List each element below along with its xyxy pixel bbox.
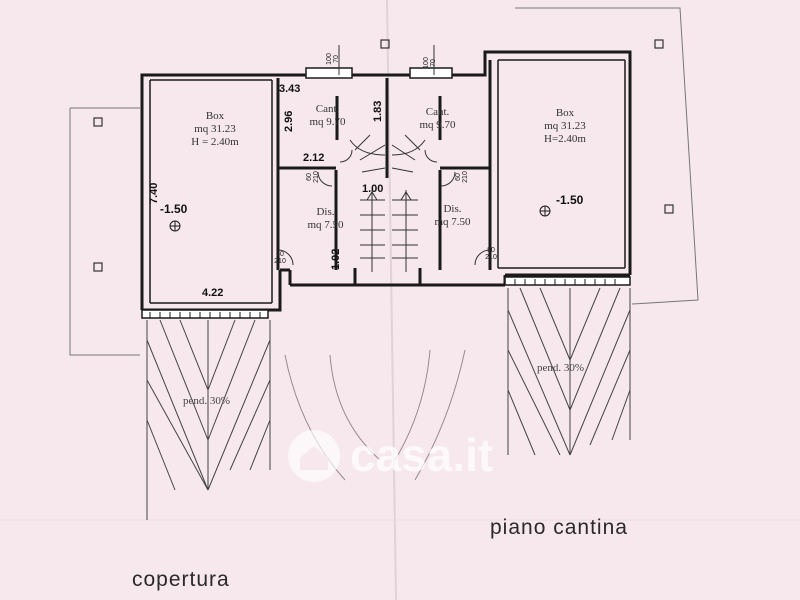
ramp-left	[146, 319, 271, 520]
room-cant-left: Cant. mq 9.70	[300, 103, 355, 129]
room-dis-left: Dis. mq 7.50	[298, 206, 353, 232]
door-note-left: 80 210	[274, 251, 286, 265]
dimension-740: 7.40	[148, 182, 160, 204]
site-outline	[515, 7, 699, 305]
level-marker-left	[169, 220, 181, 232]
garage-door-hatch	[149, 279, 616, 318]
room-box-left: Box mq 31.23 H = 2.40m	[170, 110, 260, 149]
room-area: mq 7.50	[307, 219, 344, 231]
room-name: Dis.	[316, 206, 335, 218]
room-name: Cant.	[315, 103, 340, 115]
ramp-slope-right: pend. 30%	[537, 362, 585, 374]
room-area: mq 31.23	[194, 123, 236, 135]
door-note-right: 80 210	[485, 247, 497, 261]
dimension-296: 2.96	[283, 110, 295, 132]
window-note-left: 100 70	[326, 53, 340, 65]
dimension-183: 1.83	[372, 100, 384, 122]
window-top-left	[305, 67, 353, 79]
door-note-small-left: 60 210	[306, 171, 320, 183]
floor-label: piano cantina	[490, 516, 628, 539]
dimension-102: 1.02	[330, 248, 342, 270]
dimension-100: 1.00	[362, 183, 384, 195]
room-area: mq 7.50	[434, 216, 471, 228]
door-swings	[277, 149, 491, 266]
dimension-212: 2.12	[303, 152, 325, 164]
roof-label: copertura	[132, 568, 230, 591]
window-top-right	[409, 67, 453, 79]
room-area: mq 9.70	[309, 116, 346, 128]
level-right: -1.50	[556, 193, 584, 207]
room-height: H=2.40m	[544, 133, 586, 145]
site-outline	[69, 108, 140, 356]
room-name: Box	[555, 107, 575, 119]
reference-markers	[93, 39, 674, 272]
ramp-right	[507, 287, 631, 456]
dimension-422: 4.22	[202, 287, 224, 299]
door-note-small-right: 60 210	[455, 171, 469, 183]
building-walls	[140, 50, 632, 312]
watermark-logo	[288, 430, 340, 482]
ramp-slope-left: pend. 30%	[183, 395, 231, 407]
room-name: Box	[205, 110, 225, 122]
room-name: Cant.	[425, 106, 450, 118]
dimension-343: 3.43	[279, 83, 301, 95]
garage-door-right	[504, 276, 631, 286]
level-left: -1.50	[160, 202, 188, 216]
garage-door-left	[141, 309, 269, 319]
room-dis-right: Dis. mq 7.50	[425, 203, 480, 229]
room-height: H = 2.40m	[191, 136, 239, 148]
room-cant-right: Cant. mq 9.70	[410, 106, 465, 132]
level-marker-right	[539, 205, 551, 217]
room-area: mq 31.23	[544, 120, 586, 132]
room-box-right: Box mq 31.23 H=2.40m	[520, 107, 610, 146]
watermark-text: casa.it	[350, 429, 494, 481]
window-note-right: 100 70	[423, 57, 437, 69]
stairs-right	[391, 134, 426, 272]
room-name: Dis.	[443, 203, 462, 215]
room-area: mq 9.70	[419, 119, 456, 131]
stairs-left	[349, 134, 386, 272]
